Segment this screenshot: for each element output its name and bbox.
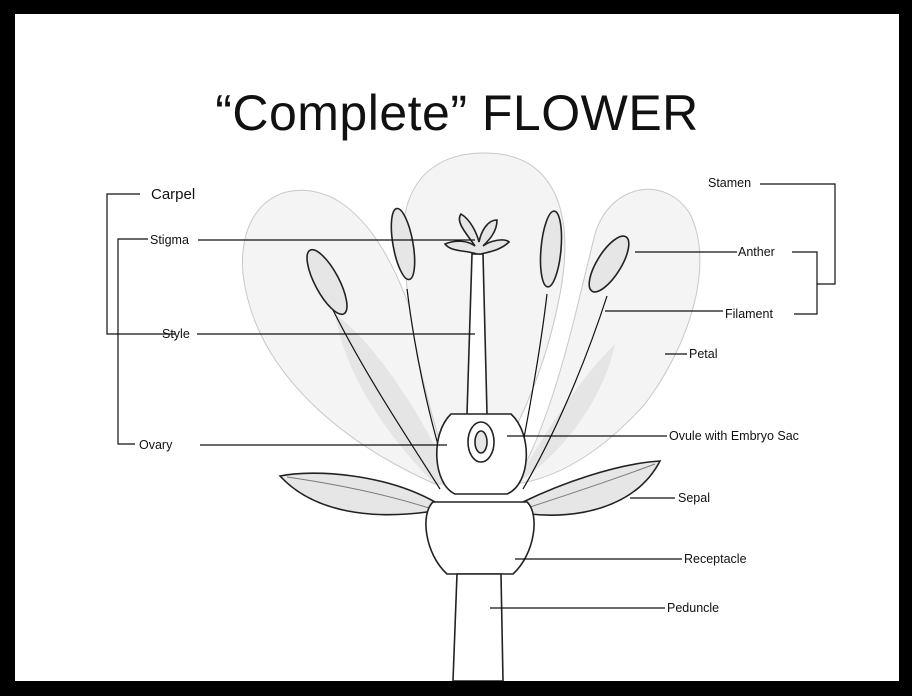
slide: “Complete” FLOWER [15,14,899,681]
flower-diagram: Carpel Stigma Style Ovary Stamen Anther … [15,14,899,681]
flower-illustration [242,153,699,681]
label-receptacle: Receptacle [684,552,747,566]
label-carpel: Carpel [151,186,195,203]
receptacle [426,502,534,574]
label-style: Style [162,327,190,341]
embryo-sac [475,431,487,453]
label-ovary: Ovary [139,438,173,452]
label-petal: Petal [689,347,718,361]
label-stigma: Stigma [150,233,189,247]
label-anther: Anther [738,245,775,259]
label-peduncle: Peduncle [667,601,719,615]
label-ovule: Ovule with Embryo Sac [669,429,799,443]
label-sepal: Sepal [678,491,710,505]
label-stamen: Stamen [708,176,751,190]
peduncle [453,574,503,681]
label-filament: Filament [725,307,773,321]
